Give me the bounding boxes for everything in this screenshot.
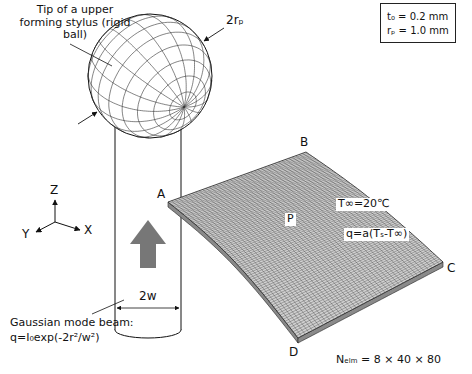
ball-grid-line bbox=[184, 57, 210, 107]
width-dimension bbox=[117, 308, 179, 309]
ball-grid-line bbox=[184, 80, 212, 107]
corner-label: C bbox=[447, 262, 455, 276]
beam-callout: Gaussian mode beam: bbox=[10, 317, 134, 330]
element-count: Nₑₗₘ = 8 × 40 × 80 bbox=[336, 354, 441, 367]
ball-grid-line bbox=[178, 107, 184, 131]
corner-label: D bbox=[289, 346, 298, 360]
axis-label: Y bbox=[22, 228, 29, 242]
ball-outline bbox=[88, 14, 212, 138]
stylus-callout: Tip of a upper forming stylus (rigid bal… bbox=[14, 4, 136, 42]
ball-grid-line bbox=[154, 76, 206, 130]
parameter-text: t₀ = 0.2 mm bbox=[387, 10, 448, 23]
ball-grid-line bbox=[98, 22, 192, 120]
diameter-label: 2rₚ bbox=[226, 14, 244, 28]
leader-lines bbox=[70, 28, 224, 314]
beam-formula: q=I₀exp(-2r²/w²) bbox=[10, 332, 100, 345]
laser-beam-cylinder bbox=[115, 118, 181, 338]
ball-grid-line bbox=[91, 16, 172, 104]
corner-label: A bbox=[157, 188, 165, 202]
ball-grid-line bbox=[160, 107, 184, 137]
sheet-mesh bbox=[168, 152, 443, 343]
ball-grid-line bbox=[92, 97, 185, 122]
width-label: 2w bbox=[137, 290, 158, 304]
beam-direction-arrow bbox=[130, 220, 166, 268]
ball-grid-line bbox=[138, 60, 211, 136]
ball-grid-line bbox=[184, 107, 191, 123]
ball-grid-line bbox=[109, 29, 184, 107]
stylus-ball bbox=[88, 14, 212, 138]
convection-formula: q=a(Tₛ-T∞) bbox=[344, 228, 409, 241]
ball-grid-line bbox=[165, 16, 195, 107]
parameter-box: t₀ = 0.2 mmrₚ = 1.0 mm bbox=[380, 3, 456, 43]
parameter-text: rₚ = 1.0 mm bbox=[387, 24, 449, 37]
ambient-temperature: T∞=20℃ bbox=[336, 198, 391, 211]
ball-grid-line bbox=[99, 40, 184, 107]
axes bbox=[36, 200, 80, 232]
ball-grid-line bbox=[184, 31, 204, 107]
axis-label: X bbox=[84, 224, 92, 238]
ball-grid-line bbox=[109, 107, 184, 131]
plate-top bbox=[168, 152, 443, 338]
point-label: P bbox=[285, 213, 296, 226]
mesh-lines bbox=[170, 153, 442, 336]
ball-grid-line bbox=[184, 107, 200, 113]
axis-label: Z bbox=[50, 184, 58, 198]
ball-grid-line bbox=[123, 20, 185, 107]
ball-grid-line bbox=[141, 15, 186, 108]
corner-label: B bbox=[300, 136, 308, 150]
